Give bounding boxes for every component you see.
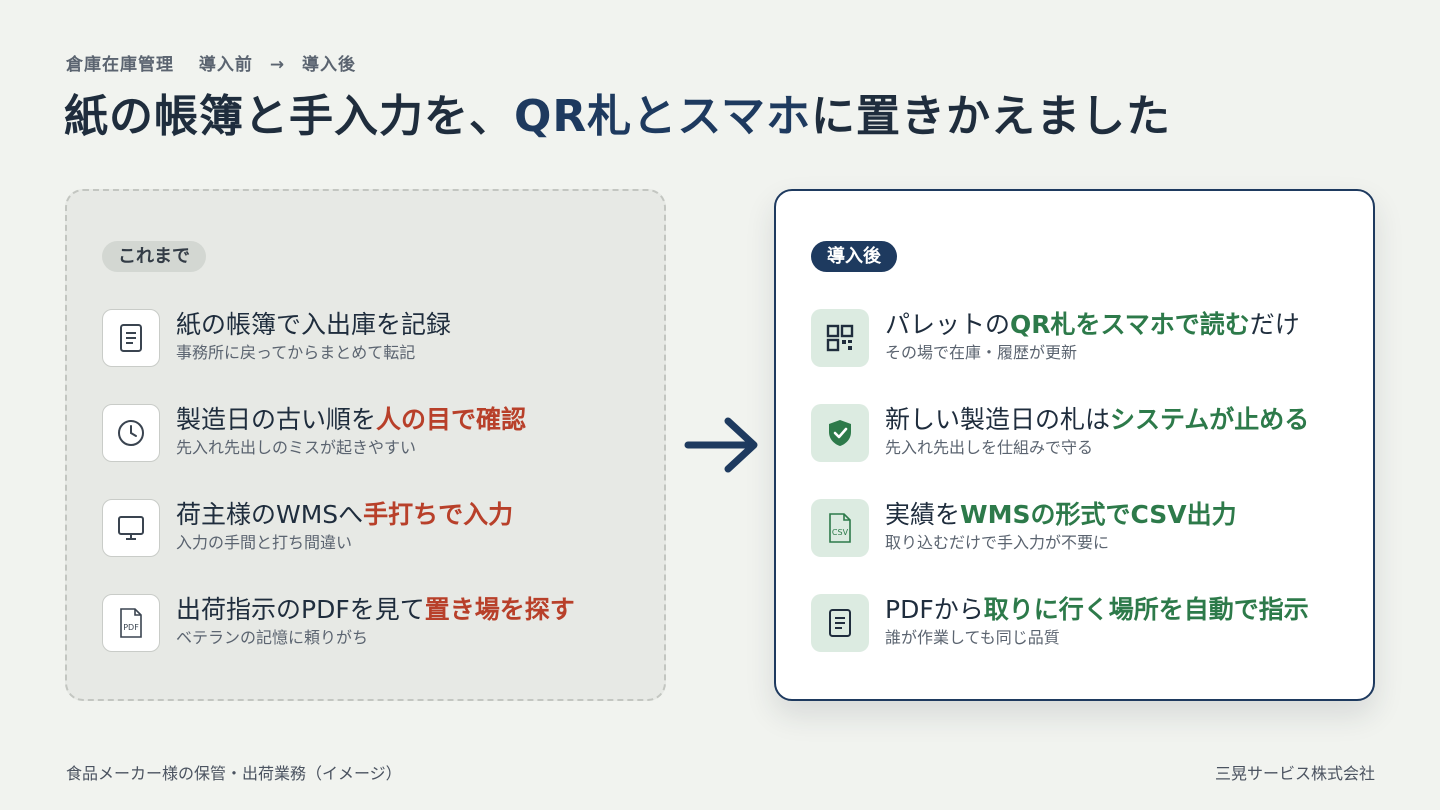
before-item-title: 紙の帳簿で入出庫を記録 (176, 310, 452, 339)
after-item-sub: その場で在庫・履歴が更新 (885, 343, 1078, 362)
before-badge: これまで (102, 241, 206, 272)
qr-code-icon (811, 309, 869, 367)
after-item-sub: 先入れ先出しを仕組みで守る (885, 438, 1094, 457)
title-part2: に置きかえました (810, 91, 1171, 142)
after-item-2: 新しい製造日の札はシステムが止める 先入れ先出しを仕組みで守る (811, 404, 1351, 464)
clock-icon (102, 404, 160, 462)
before-item-sub: 入力の手間と打ち間違い (176, 533, 353, 552)
after-item-title: 新しい製造日の札はシステムが止める (885, 405, 1310, 434)
before-item-4: PDF 出荷指示のPDFを見て置き場を探す ベテランの記憶に頼りがち (102, 594, 642, 654)
before-item-sub: 先入れ先出しのミスが起きやすい (176, 438, 417, 457)
document-icon (102, 309, 160, 367)
page-title: 紙の帳簿と手入力を、QR札とスマホに置きかえました (64, 80, 1171, 144)
pdf-file-icon: PDF (102, 594, 160, 652)
before-panel: これまで 紙の帳簿で入出庫を記録 事務所に戻ってからまとめて転記 製造日の古い順… (65, 189, 666, 701)
eyebrow-from: 導入前 (198, 55, 253, 75)
before-item-title: 出荷指示のPDFを見て置き場を探す (176, 595, 575, 624)
title-highlight: QR札とスマホ (514, 91, 811, 142)
after-item-title: パレットのQR札をスマホで読むだけ (885, 310, 1300, 339)
eyebrow-arrow: → (269, 55, 286, 75)
after-item-sub: 誰が作業しても同じ品質 (885, 628, 1060, 647)
shield-check-icon (811, 404, 869, 462)
before-item-title: 製造日の古い順を人の目で確認 (176, 405, 527, 434)
eyebrow-to: 導入後 (302, 55, 357, 75)
before-item-sub: ベテランの記憶に頼りがち (176, 628, 369, 647)
after-item-4: PDFから取りに行く場所を自動で指示 誰が作業しても同じ品質 (811, 594, 1351, 654)
before-item-sub: 事務所に戻ってからまとめて転記 (176, 343, 416, 362)
after-item-1: パレットのQR札をスマホで読むだけ その場で在庫・履歴が更新 (811, 309, 1351, 369)
eyebrow: 倉庫在庫管理 導入前 → 導入後 (66, 50, 356, 75)
after-badge: 導入後 (811, 241, 897, 272)
after-item-3: CSV 実績をWMSの形式でCSV出力 取り込むだけで手入力が不要に (811, 499, 1351, 559)
before-item-3: 荷主様のWMSへ手打ちで入力 入力の手間と打ち間違い (102, 499, 642, 559)
footer-caption: 食品メーカー様の保管・出荷業務（イメージ） (66, 764, 402, 783)
title-part1: 紙の帳簿と手入力を、 (64, 91, 514, 142)
before-item-2: 製造日の古い順を人の目で確認 先入れ先出しのミスが起きやすい (102, 404, 642, 464)
after-item-sub: 取り込むだけで手入力が不要に (885, 533, 1110, 552)
after-item-title: 実績をWMSの形式でCSV出力 (885, 500, 1237, 529)
arrow-right-icon (684, 413, 760, 481)
document-icon (811, 594, 869, 652)
after-panel: 導入後 パレットのQR札をスマホで読むだけ その場で在庫・履歴が更新 新 (774, 189, 1375, 701)
footer-company: 三晃サービス株式会社 (1214, 764, 1375, 783)
csv-file-icon: CSV (811, 499, 869, 557)
eyebrow-main: 倉庫在庫管理 (66, 55, 174, 75)
after-item-title: PDFから取りに行く場所を自動で指示 (885, 595, 1309, 624)
before-item-1: 紙の帳簿で入出庫を記録 事務所に戻ってからまとめて転記 (102, 309, 642, 369)
before-item-title: 荷主様のWMSへ手打ちで入力 (176, 500, 514, 529)
svg-text:CSV: CSV (832, 528, 849, 537)
svg-text:PDF: PDF (123, 623, 139, 632)
monitor-icon (102, 499, 160, 557)
